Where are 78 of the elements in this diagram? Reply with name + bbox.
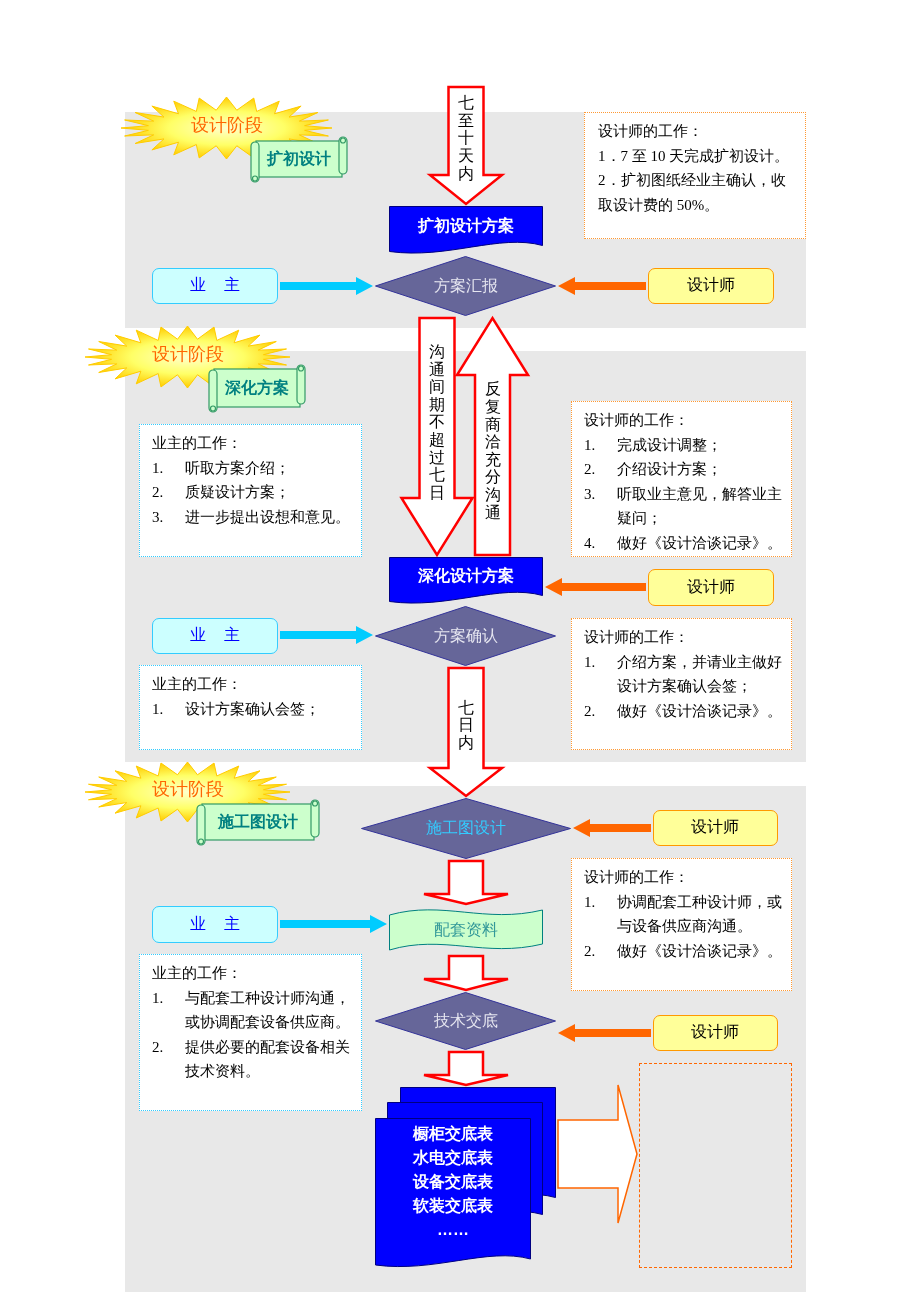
list-item: 3. 进一步提出设想和意见。 — [152, 507, 350, 527]
phase-label: 扩初设计 — [267, 149, 331, 169]
role-label: 设计师 — [686, 577, 735, 597]
stage-label: 设计阶段 — [151, 345, 224, 363]
list-item: 2. 做好《设计洽谈记录》。 — [584, 701, 782, 721]
block-arrow — [557, 1084, 638, 1224]
note-heading: 设计师的工作： — [584, 868, 689, 887]
note-card — [139, 954, 362, 1111]
phase-label: 施工图设计 — [218, 812, 298, 832]
arrow — [280, 277, 373, 295]
step-label: 方案确认 — [433, 626, 498, 646]
role-label: 设计师 — [691, 1023, 739, 1042]
list-item: 2．扩初图纸经业主确认，收取设计费的 50%。 — [598, 171, 787, 215]
list-item: 4. 做好《设计洽谈记录》。 — [584, 533, 782, 553]
document-title: 扩初设计方案 — [418, 216, 514, 236]
list-item: 2. 做好《设计洽谈记录》。 — [584, 941, 782, 961]
list-item: 2. 质疑设计方案； — [152, 483, 290, 502]
list-item: 1. 协调配套工种设计师，或与设备供应商沟通。 — [584, 892, 783, 936]
note-card — [571, 401, 792, 557]
arrow — [558, 1024, 651, 1042]
note-card — [571, 618, 792, 750]
note-card — [139, 665, 362, 750]
role-label: 设计师 — [691, 818, 739, 837]
role-label: 设计师 — [686, 276, 735, 295]
role-card — [653, 1015, 778, 1051]
list-item: 1. 完成设计调整； — [584, 435, 722, 455]
arrow — [573, 819, 651, 837]
note-heading: 设计师的工作： — [584, 411, 689, 430]
list-item: 1. 设计方案确认会签； — [152, 699, 320, 719]
list-item: 1. 与配套工种设计师沟通，或协调配套设备供应商。 — [152, 988, 351, 1032]
section-background — [125, 112, 806, 328]
role-label: 业 主 — [189, 276, 240, 295]
step-label: 方案汇报 — [433, 276, 498, 296]
role-card — [152, 268, 278, 304]
role-label: 业 主 — [189, 626, 240, 645]
edge-label: 七至十天内 — [458, 94, 474, 183]
stage-label: 设计阶段 — [190, 116, 263, 134]
note-heading: 设计师的工作： — [584, 628, 689, 647]
note-heading: 设计师的工作： — [598, 122, 703, 141]
edge-label: 沟通间期不超过七日 — [429, 343, 445, 502]
block-arrow — [422, 1050, 510, 1087]
step-label: 技术交底 — [433, 1011, 498, 1031]
dashed-frame — [639, 1063, 792, 1268]
arrow — [558, 277, 646, 295]
stage-label: 设计阶段 — [151, 780, 224, 798]
arrow — [280, 915, 387, 933]
role-label: 业 主 — [189, 914, 240, 934]
role-card — [152, 906, 278, 943]
note-heading: 业主的工作： — [152, 964, 242, 983]
note-card — [139, 424, 362, 557]
block-arrow — [422, 859, 510, 906]
list-item: 3. 听取业主意见，解答业主疑问； — [584, 484, 783, 528]
role-card — [648, 569, 774, 606]
document-label: 软装交底表 — [413, 1196, 493, 1216]
document-label: …… — [437, 1220, 469, 1240]
edge-label: 七日内 — [458, 698, 474, 752]
document-title: 深化设计方案 — [418, 567, 514, 586]
list-item: 1．7 至 10 天完成扩初设计。 — [598, 146, 790, 166]
step-label: 施工图设计 — [426, 819, 506, 838]
document-label: 橱柜交底表 — [413, 1124, 493, 1144]
document-label: 水电交底表 — [413, 1148, 493, 1168]
phase-label: 深化方案 — [225, 378, 289, 398]
list-item: 2. 提供必要的配套设备相关技术资料。 — [152, 1037, 351, 1081]
block-arrow — [422, 954, 510, 992]
note-card — [584, 112, 806, 239]
role-card — [152, 618, 278, 654]
document-label: 设备交底表 — [413, 1172, 493, 1192]
arrow — [545, 578, 646, 596]
note-heading: 业主的工作： — [152, 675, 242, 694]
list-item: 1. 介绍方案，并请业主做好设计方案确认会签； — [584, 652, 783, 696]
role-card — [648, 268, 774, 304]
list-item: 1. 听取方案介绍； — [152, 458, 290, 478]
step-label: 配套资料 — [434, 920, 498, 940]
arrow — [280, 626, 373, 644]
role-card — [653, 810, 778, 846]
list-item: 2. 介绍设计方案； — [584, 460, 722, 479]
note-card — [571, 858, 792, 991]
note-heading: 业主的工作： — [152, 434, 242, 453]
